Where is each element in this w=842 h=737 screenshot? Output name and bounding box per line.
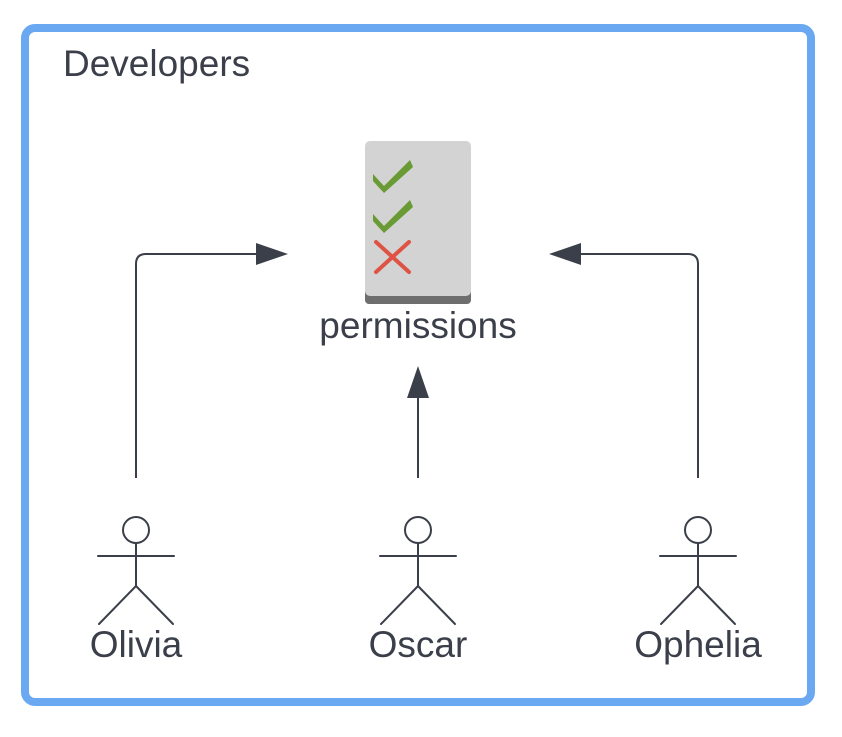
actor-name: Olivia	[90, 624, 183, 665]
arrowhead-icon	[256, 243, 288, 265]
actor-olivia: Olivia	[90, 516, 183, 665]
resource-label: permissions	[319, 305, 516, 346]
stick-figure-icon	[97, 516, 175, 625]
arrowhead-icon	[407, 366, 429, 398]
checklist-document-icon	[365, 141, 471, 304]
connector-oscar	[407, 366, 429, 478]
group-title: Developers	[63, 43, 250, 84]
checkmark-icon	[373, 160, 413, 193]
developers-group-frame	[21, 24, 815, 706]
stick-figure-icon	[379, 516, 457, 625]
arrowhead-icon	[549, 243, 581, 265]
connector-olivia	[135, 243, 288, 478]
actor-ophelia: Ophelia	[634, 516, 762, 665]
connector-ophelia	[549, 243, 699, 478]
checkmark-icon	[373, 200, 413, 233]
actor-oscar: Oscar	[369, 516, 468, 665]
actor-name: Oscar	[369, 624, 468, 665]
cross-icon	[374, 240, 411, 274]
stick-figure-icon	[659, 516, 737, 625]
actor-name: Ophelia	[634, 624, 762, 665]
